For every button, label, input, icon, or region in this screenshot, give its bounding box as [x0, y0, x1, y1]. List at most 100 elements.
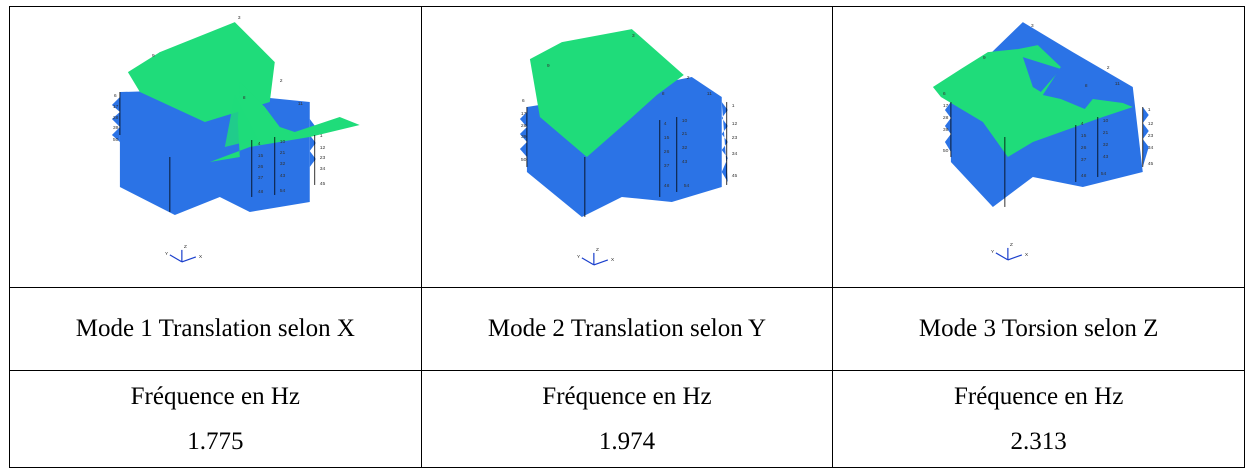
node-label: 9	[983, 55, 986, 61]
node-label: 17	[521, 111, 527, 117]
frequency-value: 1.775	[187, 428, 244, 455]
modes-table: 3 9 2 6 8 11 17 28 39 50 1 12 23 34 45 1…	[9, 6, 1245, 468]
node-label: 15	[663, 135, 669, 141]
roof-wing	[209, 82, 360, 162]
mode-1-frequency: Fréquence en Hz 1.775	[9, 370, 422, 468]
node-label: 6	[114, 93, 117, 99]
node-label: 15	[258, 153, 264, 159]
roof-slab	[127, 22, 275, 123]
node-label: 23	[1148, 133, 1154, 139]
node-label: 2	[280, 78, 283, 84]
columns	[119, 92, 316, 212]
axis-label: Z	[596, 247, 599, 253]
node-label: 4	[258, 141, 261, 147]
figures-row: 3 9 2 6 8 11 17 28 39 50 1 12 23 34 45 1…	[9, 6, 1245, 288]
node-label: 26	[663, 149, 669, 155]
node-label: 2	[686, 75, 689, 81]
node-label: 12	[320, 145, 326, 151]
node-label: 43	[681, 159, 687, 165]
node-label: 28	[521, 123, 527, 129]
mode-3-deformed-structure: 3 9 2 6 8 11 17 28 39 50 1 12 23 34 45 1…	[933, 22, 1154, 261]
frequency-value: 1.974	[598, 428, 656, 455]
node-label: 21	[280, 150, 286, 156]
node-label: 11	[298, 101, 303, 107]
node-label: 43	[280, 173, 286, 179]
mode-1-label: Mode 1 Translation selon X	[9, 287, 422, 371]
node-label: 8	[661, 91, 664, 97]
node-label: 45	[1148, 161, 1154, 167]
node-label: 3	[1031, 23, 1034, 29]
roof-fold	[224, 95, 258, 147]
node-label: 54	[683, 183, 689, 189]
node-label: 50	[113, 137, 119, 143]
node-label: 3	[631, 33, 634, 39]
node-label: 8	[243, 95, 246, 101]
roof-cut	[1023, 57, 1062, 93]
node-label: 23	[320, 155, 326, 161]
mode-1-figure: 3 9 2 6 8 11 17 28 39 50 1 12 23 34 45 1…	[9, 6, 422, 288]
node-label: 4	[663, 121, 666, 127]
node-label: 50	[943, 148, 949, 154]
axis-label: Z	[1010, 242, 1013, 248]
axis-triad	[995, 247, 1023, 261]
node-label: 1	[731, 103, 734, 109]
node-label: 12	[1148, 121, 1154, 127]
node-label: 45	[731, 173, 737, 179]
columns	[950, 102, 1144, 207]
node-label: 37	[258, 175, 264, 181]
mode-3-frequency: Fréquence en Hz 2.313	[832, 370, 1245, 468]
axis-label: Y	[991, 249, 995, 255]
frequency-row: Fréquence en Hz 1.775 Fréquence en Hz 1.…	[9, 370, 1245, 468]
node-label: 26	[1081, 145, 1087, 151]
labels-row: Mode 1 Translation selon X Mode 2 Transl…	[9, 287, 1245, 371]
mode-3-figure: 3 9 2 6 8 11 17 28 39 50 1 12 23 34 45 1…	[832, 6, 1245, 288]
node-label: 32	[681, 145, 687, 151]
node-label: 2	[1107, 65, 1110, 71]
axis-triad	[169, 249, 197, 263]
node-label: 45	[320, 181, 326, 187]
axis-triad	[581, 252, 608, 266]
node-label: 17	[943, 103, 949, 109]
node-label: 9	[152, 53, 155, 59]
frequency-title: Fréquence en Hz	[130, 383, 301, 410]
node-label: 48	[258, 189, 264, 195]
node-label: 48	[663, 183, 669, 189]
node-label: 15	[1081, 133, 1087, 139]
roof-slab	[529, 29, 684, 157]
mode-2-figure: 3 9 2 6 8 11 17 28 39 50 1 12 23 34 45 1…	[420, 6, 834, 288]
node-label: 11	[1115, 81, 1120, 87]
frequency-value: 2.313	[1010, 428, 1067, 455]
axis-label: Y	[165, 251, 169, 257]
roof-slab	[933, 45, 1134, 157]
axis-label: Z	[184, 244, 187, 250]
node-label: 43	[1103, 154, 1109, 160]
node-label: 26	[258, 164, 264, 170]
node-label: 4	[1081, 121, 1084, 127]
node-label: 10	[1103, 118, 1109, 124]
node-label: 6	[522, 98, 525, 104]
node-label: 11	[706, 91, 711, 97]
node-label: 39	[943, 127, 949, 133]
node-label: 34	[731, 151, 737, 157]
node-label: 50	[521, 157, 527, 163]
node-label: 23	[731, 135, 737, 141]
mode-2-deformed-structure: 3 9 2 6 8 11 17 28 39 50 1 12 23 34 45 1…	[519, 29, 737, 266]
axis-label: Y	[577, 254, 581, 260]
node-label: 34	[1148, 145, 1154, 151]
node-label: 6	[943, 91, 946, 97]
axis-label: X	[610, 257, 614, 263]
mode-2-frequency: Fréquence en Hz 1.974	[420, 370, 834, 468]
mode-2-label: Mode 2 Translation selon Y	[420, 287, 834, 371]
node-label: 32	[1103, 142, 1109, 148]
node-label: 37	[1081, 157, 1087, 163]
mode-1-deformed-structure: 3 9 2 6 8 11 17 28 39 50 1 12 23 34 45 1…	[111, 15, 360, 263]
node-label: 54	[1101, 171, 1107, 177]
mode-3-label: Mode 3 Torsion selon Z	[832, 287, 1245, 371]
node-label: 28	[943, 115, 949, 121]
node-label: 1	[320, 133, 323, 139]
frequency-title: Fréquence en Hz	[542, 383, 712, 410]
axis-label: X	[1025, 252, 1029, 258]
node-label: 48	[1081, 173, 1087, 179]
node-label: 12	[731, 121, 737, 127]
axis-label: X	[199, 254, 203, 260]
